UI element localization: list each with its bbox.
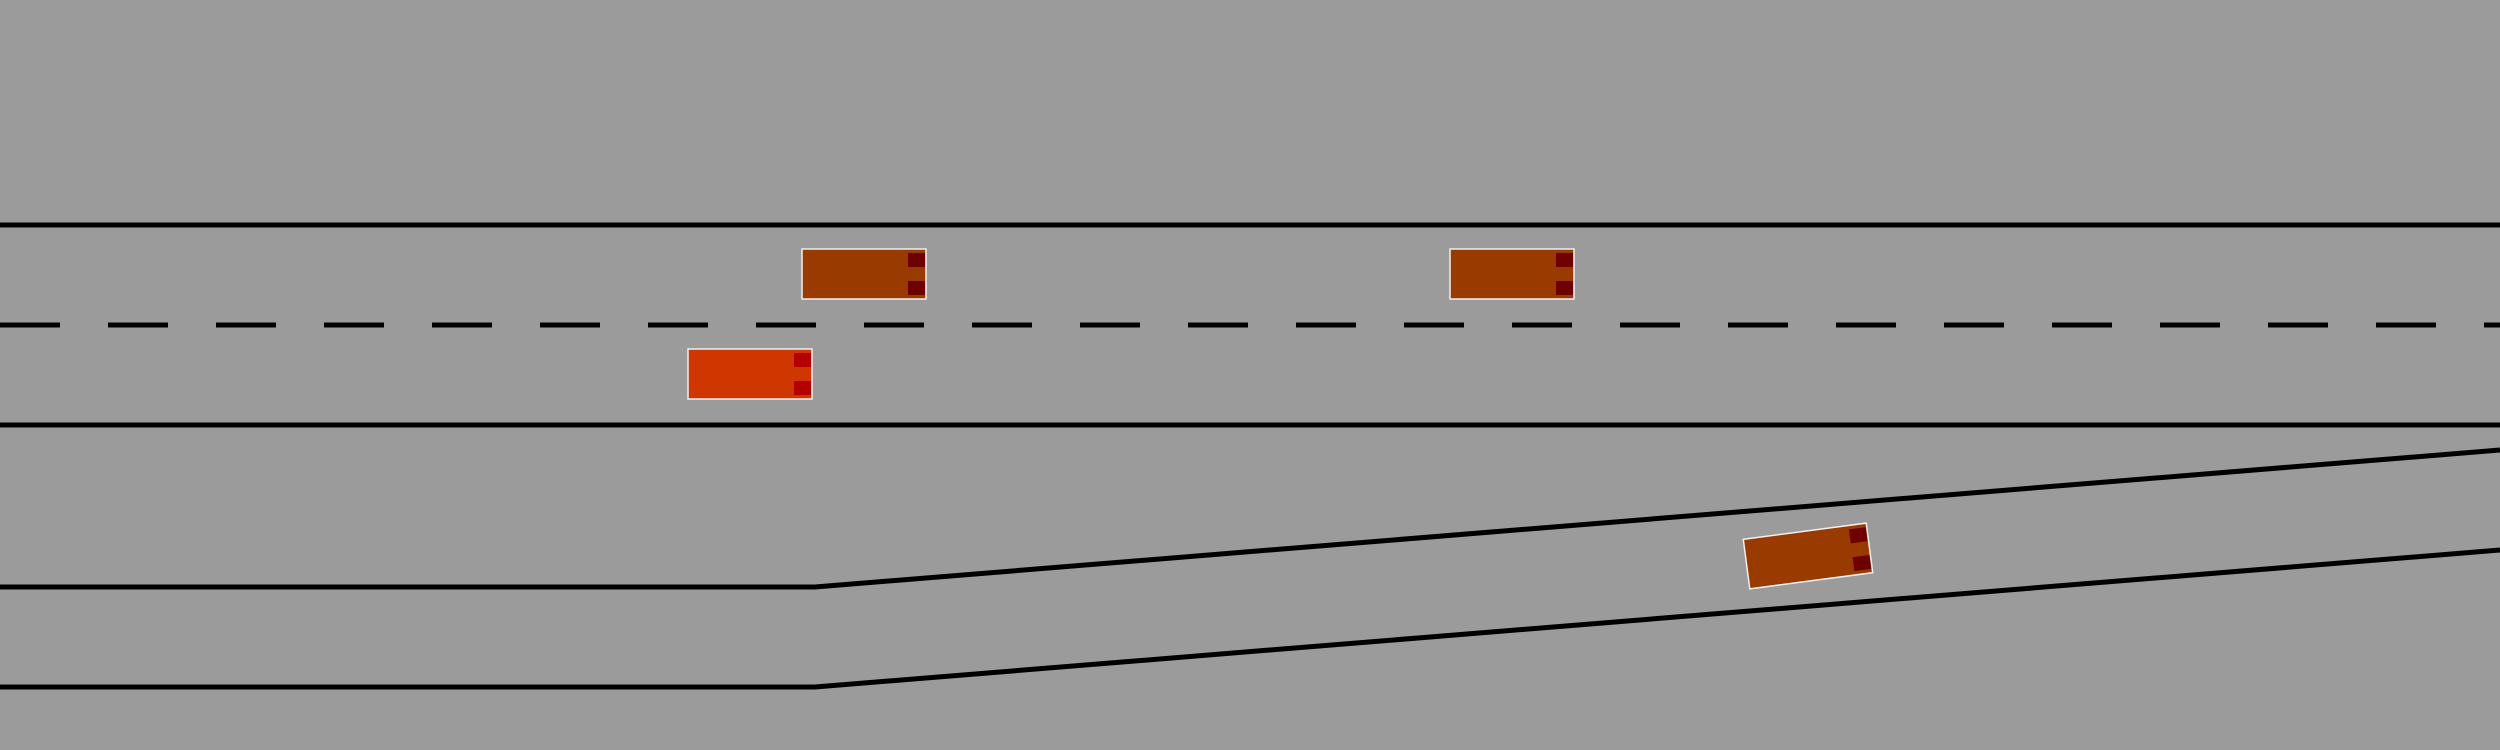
ego-vehicle: [687, 348, 813, 400]
main-road: [0, 222, 2500, 428]
vehicle-2-body: [1449, 248, 1575, 300]
vehicle-1: [801, 248, 927, 300]
vehicle-3-body: [1742, 522, 1874, 590]
vehicle-2: [1449, 248, 1575, 300]
vehicle-3-light-bottom: [1852, 554, 1872, 572]
ramp-upper-edge: [0, 447, 2500, 590]
ramp-lower-edge: [0, 547, 2500, 690]
vehicle-1-light-top: [908, 253, 925, 267]
vehicle-3: [1742, 522, 1874, 590]
vehicle-2-light-bottom: [1556, 281, 1573, 295]
ego-vehicle-light-top: [794, 353, 811, 367]
vehicle-2-light-top: [1556, 253, 1573, 267]
merge-ramp: [0, 447, 2500, 690]
vehicle-1-body: [801, 248, 927, 300]
ego-vehicle-light-bottom: [794, 381, 811, 395]
vehicle-1-light-bottom: [908, 281, 925, 295]
vehicle-3-light-top: [1848, 527, 1868, 544]
ego-vehicle-body: [687, 348, 813, 400]
